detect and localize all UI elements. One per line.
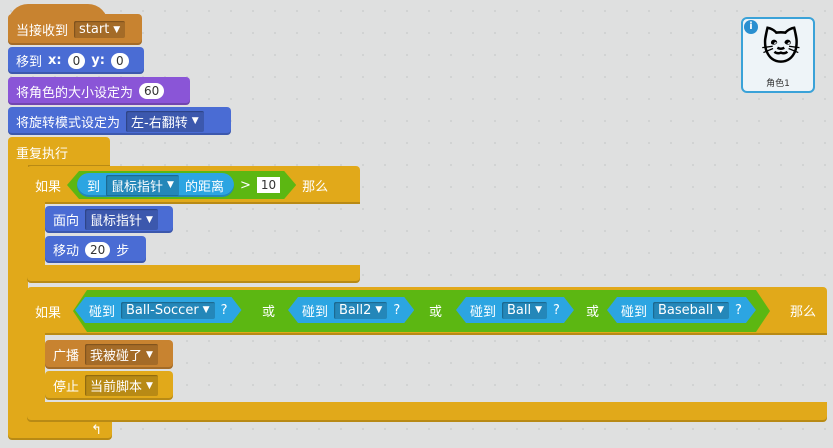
touching-target-value: Ball2	[339, 302, 372, 318]
or-label: 或	[586, 305, 600, 320]
size-input[interactable]: 60	[139, 83, 165, 99]
if1-bottom	[27, 265, 360, 283]
dropdown-arrow-icon: ▼	[191, 116, 199, 126]
stop-option-dropdown[interactable]: 当前脚本▼	[85, 375, 158, 396]
touching-label: 碰到	[470, 304, 497, 320]
steps-input[interactable]: 20	[85, 241, 111, 258]
move-steps-block[interactable]: 移动 20 步	[45, 236, 146, 263]
stop-block[interactable]: 停止 当前脚本▼	[45, 371, 173, 400]
touching-target-value: Baseball	[658, 302, 714, 318]
goto-xy-block[interactable]: 移到 x: 0 y: 0	[8, 47, 144, 74]
distance-to-reporter[interactable]: 到 鼠标指针▼ 的距离	[77, 173, 234, 197]
question-mark: ?	[735, 302, 742, 318]
greater-than-operator[interactable]: 到 鼠标指针▼ 的距离 > 10	[67, 171, 296, 199]
distance-to-label: 到	[87, 179, 101, 195]
broadcast-message-value: 我被碰了	[90, 349, 143, 364]
dropdown-arrow-icon: ▼	[167, 180, 174, 190]
rotation-value: 左-右翻转	[131, 115, 188, 131]
dropdown-arrow-icon: ▼	[146, 380, 153, 391]
distance-target-value: 鼠标指针	[111, 179, 164, 195]
question-mark: ?	[220, 302, 228, 318]
goto-label: 移到	[16, 55, 43, 70]
set-size-block[interactable]: 将角色的大小设定为 60	[8, 77, 190, 105]
touching-target-dropdown[interactable]: Ball▼	[502, 302, 547, 319]
broadcast-message-dropdown[interactable]: 我被碰了▼	[85, 344, 158, 365]
point-towards-block[interactable]: 面向 鼠标指针▼	[45, 206, 173, 233]
set-rotation-label: 将旋转模式设定为	[16, 115, 121, 131]
if2-bottom	[27, 402, 827, 422]
touching-label: 碰到	[621, 304, 648, 320]
loop-arrow-icon: ↰	[91, 422, 102, 438]
then-label: 那么	[790, 305, 817, 320]
message-value: start	[79, 22, 110, 37]
touching-label: 碰到	[89, 304, 116, 320]
stop-label: 停止	[53, 380, 80, 395]
y-label: y:	[91, 53, 105, 68]
set-rotation-block[interactable]: 将旋转模式设定为 左-右翻转▼	[8, 107, 231, 135]
point-target-dropdown[interactable]: 鼠标指针▼	[85, 209, 158, 230]
y-input[interactable]: 0	[110, 52, 129, 69]
distance-target-dropdown[interactable]: 鼠标指针▼	[106, 175, 179, 196]
forever-label: 重复执行	[16, 147, 69, 162]
dropdown-arrow-icon: ▼	[202, 305, 210, 315]
dropdown-arrow-icon: ▼	[375, 305, 383, 315]
touching-target-value: Ball	[507, 302, 532, 318]
dropdown-arrow-icon: ▼	[113, 24, 121, 35]
if1-arm	[27, 200, 45, 270]
message-dropdown[interactable]: start▼	[74, 21, 126, 38]
sprite-thumbnail[interactable]: i 🐱 角色1	[741, 17, 815, 93]
set-size-label: 将角色的大小设定为	[16, 85, 134, 101]
info-icon[interactable]: i	[744, 20, 758, 34]
dropdown-arrow-icon: ▼	[535, 305, 543, 315]
then-label: 那么	[302, 179, 329, 195]
point-towards-label: 面向	[53, 214, 80, 229]
broadcast-block[interactable]: 广播 我被碰了▼	[45, 340, 173, 369]
distance-threshold-input[interactable]: 10	[257, 177, 280, 193]
if-label: 如果	[35, 305, 62, 321]
move-label: 移动	[53, 244, 80, 259]
x-input[interactable]: 0	[67, 52, 86, 69]
question-mark: ?	[553, 302, 560, 318]
sprite-name: 角色1	[766, 79, 790, 89]
touching-ball[interactable]: 碰到 Ball▼?	[456, 297, 574, 323]
forever-bottom[interactable]: ↰	[8, 420, 112, 440]
if2-arm	[27, 330, 45, 410]
if-label: 如果	[35, 179, 62, 195]
touching-baseball[interactable]: 碰到 Baseball▼?	[607, 297, 756, 323]
touching-target-dropdown[interactable]: Ball2▼	[334, 302, 387, 319]
cat-sprite-icon: 🐱	[761, 25, 801, 69]
dropdown-arrow-icon: ▼	[146, 214, 153, 225]
steps-unit-label: 步	[116, 244, 130, 259]
when-receive-block[interactable]: 当接收到 start▼	[8, 14, 142, 45]
touching-ball2[interactable]: 碰到 Ball2▼?	[288, 297, 414, 323]
x-label: x:	[48, 53, 62, 68]
if1-top[interactable]: 如果 到 鼠标指针▼ 的距离 > 10 那么	[27, 166, 360, 204]
dropdown-arrow-icon: ▼	[717, 305, 725, 315]
touching-label: 碰到	[302, 304, 329, 320]
dropdown-arrow-icon: ▼	[146, 349, 153, 360]
or-label: 或	[262, 305, 276, 320]
or-label: 或	[429, 305, 443, 320]
forever-arm	[8, 160, 28, 425]
when-receive-label: 当接收到	[16, 24, 69, 39]
greater-than-symbol: >	[239, 177, 251, 193]
broadcast-label: 广播	[53, 349, 80, 364]
question-mark: ?	[393, 302, 401, 318]
distance-label: 的距离	[184, 179, 224, 195]
touching-target-dropdown[interactable]: Baseball▼	[653, 302, 729, 319]
rotation-dropdown[interactable]: 左-右翻转▼	[126, 110, 204, 132]
point-target-value: 鼠标指针	[90, 214, 143, 229]
touching-ball-soccer[interactable]: 碰到 Ball-Soccer▼?	[75, 297, 242, 323]
touching-target-value: Ball-Soccer	[126, 302, 199, 318]
stop-option-value: 当前脚本	[90, 380, 143, 395]
touching-target-dropdown[interactable]: Ball-Soccer▼	[121, 302, 215, 319]
